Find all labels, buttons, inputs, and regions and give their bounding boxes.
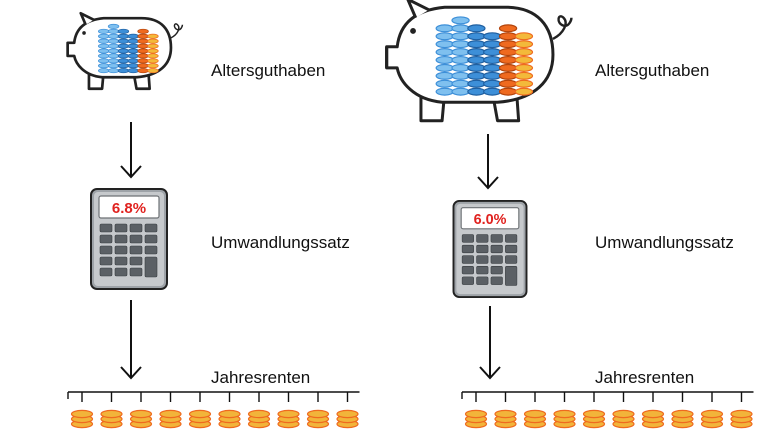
calculator-icon: 6.8% <box>90 188 168 290</box>
coin-stack-icon <box>464 409 488 429</box>
coin-stack-icon <box>277 409 300 429</box>
coin-stack-icon <box>70 409 94 429</box>
coin-stack-icon <box>188 409 212 429</box>
calculator-icon: 6.0% <box>452 200 528 298</box>
piggy-bank-icon <box>66 11 184 91</box>
coin-stack-icon <box>612 409 635 429</box>
coin-stack-icon <box>129 409 153 429</box>
coin-stack-icon <box>671 409 694 429</box>
arrow-down-icon <box>120 300 142 380</box>
coin-stack-icon <box>336 409 359 429</box>
calculator-display-value: 6.0% <box>474 212 507 228</box>
coin-stack-icon <box>700 409 724 429</box>
coin-stack-icon <box>100 409 123 429</box>
annual-pensions-label: Jahresrenten <box>211 368 311 387</box>
right-scenario: Altersguthaben 6.0% Umwandlungssatz Jahr… <box>384 0 768 432</box>
arrow-down-icon <box>479 306 501 380</box>
calculator-display-value: 6.8% <box>112 200 146 217</box>
piggy-bank-icon <box>385 0 573 123</box>
pension-coin-stacks <box>67 391 360 429</box>
savings-label: Altersguthaben <box>595 61 710 80</box>
conversion-rate-label: Umwandlungssatz <box>595 233 734 252</box>
coin-stack-icon <box>641 409 665 429</box>
coin-stack-icon <box>523 409 547 429</box>
conversion-rate-label: Umwandlungssatz <box>211 233 350 252</box>
coin-stack-icon <box>582 409 606 429</box>
arrow-down-icon <box>477 134 499 190</box>
coin-stack-icon <box>730 409 753 429</box>
coin-stack-icon <box>218 409 241 429</box>
coin-stack-icon <box>247 409 271 429</box>
annual-pensions-label: Jahresrenten <box>595 368 695 387</box>
coin-stack-icon <box>494 409 517 429</box>
left-scenario: Altersguthaben 6.8% Umwandlungssatz Jahr… <box>66 11 360 429</box>
coin-stack-icon <box>553 409 576 429</box>
pension-coin-stacks <box>461 391 754 429</box>
coin-stack-icon <box>159 409 182 429</box>
coin-stack-icon <box>306 409 330 429</box>
arrow-down-icon <box>120 122 142 179</box>
savings-label: Altersguthaben <box>211 61 326 80</box>
